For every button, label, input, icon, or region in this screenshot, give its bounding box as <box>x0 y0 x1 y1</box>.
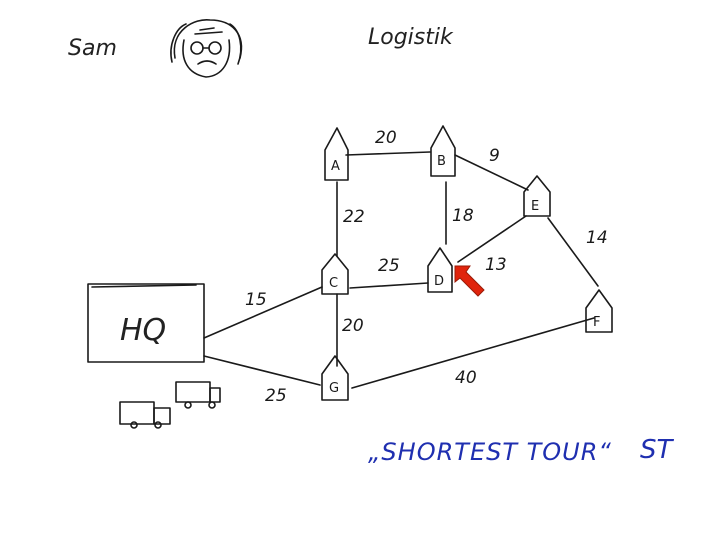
edge-e-f <box>547 217 599 287</box>
node-label: F <box>593 315 600 330</box>
node-label: C <box>329 276 338 291</box>
node-b: B <box>430 125 456 177</box>
edge-hq-c <box>203 286 323 339</box>
edge-weight: 14 <box>586 228 608 248</box>
edge-weight: 20 <box>342 316 364 336</box>
node-e: E <box>523 175 551 217</box>
node-a: A <box>324 127 349 181</box>
node-label: A <box>331 159 340 174</box>
pointer-cursor-icon <box>454 265 485 297</box>
edge-hq-g <box>203 355 321 386</box>
edge-weight: 13 <box>485 255 507 275</box>
edge-weights: 20 9 22 18 13 14 25 15 20 25 40 <box>245 128 608 406</box>
edge-a-b <box>345 151 431 156</box>
edge-weight: 40 <box>455 368 477 388</box>
graph-edges <box>203 151 599 389</box>
truck-icon <box>175 381 221 409</box>
edge-c-d <box>349 282 429 289</box>
node-label: D <box>434 274 444 289</box>
node-label: E <box>531 199 539 214</box>
hq-box: HQ <box>87 283 205 363</box>
edge-d-e <box>457 215 527 263</box>
caption-shortest-tour: „SHORTEST TOUR“ <box>368 438 612 466</box>
edge-g-f <box>351 317 595 389</box>
edge-weight: 25 <box>378 256 400 276</box>
edge-weight: 22 <box>343 207 365 227</box>
edge-weight: 18 <box>452 206 474 226</box>
truck-icon <box>119 401 171 429</box>
edge-weight: 25 <box>265 386 287 406</box>
avatar <box>170 19 243 78</box>
topic-title: Logistik <box>368 25 454 50</box>
edge-b-e <box>454 154 529 191</box>
author-name: Sam <box>68 36 117 61</box>
node-g: G <box>321 355 349 401</box>
node-c: C <box>321 253 349 295</box>
hq-label: HQ <box>120 313 166 348</box>
graph-nodes: A B E C D F G <box>321 125 613 401</box>
edge-weight: 9 <box>489 146 500 166</box>
node-label: G <box>329 381 339 396</box>
caption-abbrev: ST <box>640 435 675 465</box>
node-d: D <box>427 247 453 293</box>
node-f: F <box>585 289 613 333</box>
edge-weight: 15 <box>245 290 267 310</box>
node-label: B <box>437 154 446 169</box>
edge-weight: 20 <box>375 128 397 148</box>
